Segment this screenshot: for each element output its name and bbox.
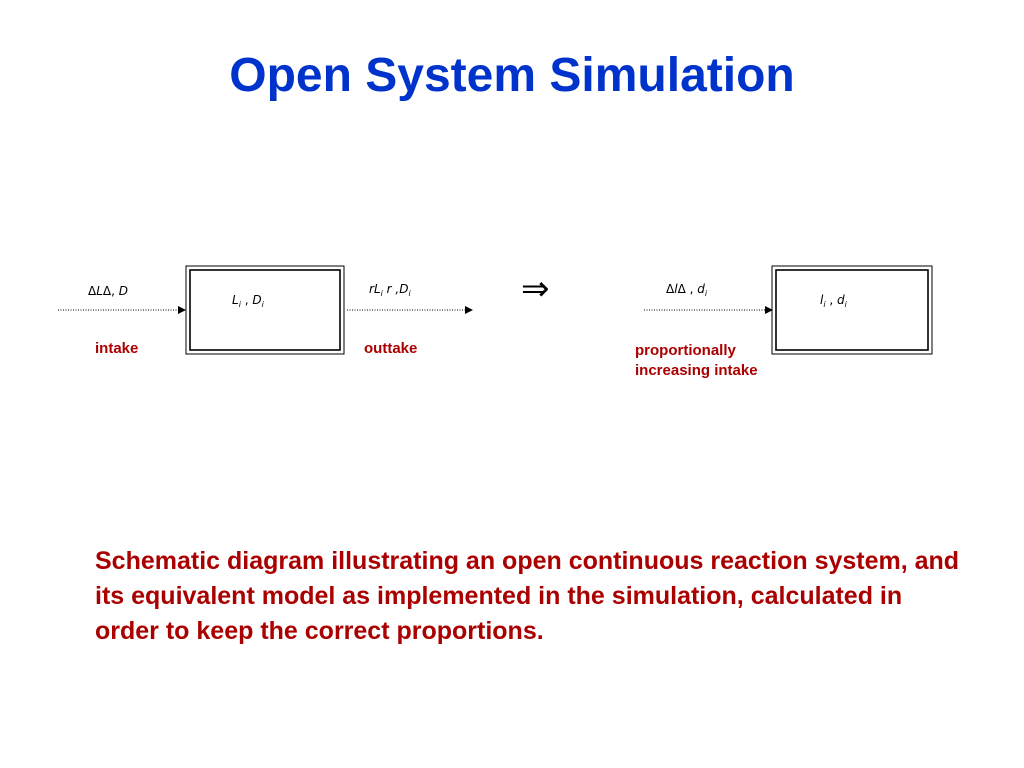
proportional-intake-label: proportionally increasing intake [635, 342, 758, 379]
outtake-label: outtake [364, 340, 417, 357]
intake-rate-expression: ΔLΔ, D [88, 284, 128, 298]
simulation-state-expression: li , di [820, 293, 848, 309]
intake-label: intake [95, 340, 138, 357]
slide-title: Open System Simulation [229, 49, 795, 102]
simulation-box [771, 265, 933, 355]
figure-caption: Schematic diagram illustrating an open c… [95, 547, 960, 645]
reactor-state-expression: Li , Di [232, 293, 265, 309]
implies-symbol: ⇒ [521, 269, 550, 309]
proportional-intake-expression: ΔlΔ , di [666, 282, 708, 298]
outtake-rate-expression: rLi r ,Di [369, 282, 412, 298]
reactor-box [185, 265, 345, 355]
